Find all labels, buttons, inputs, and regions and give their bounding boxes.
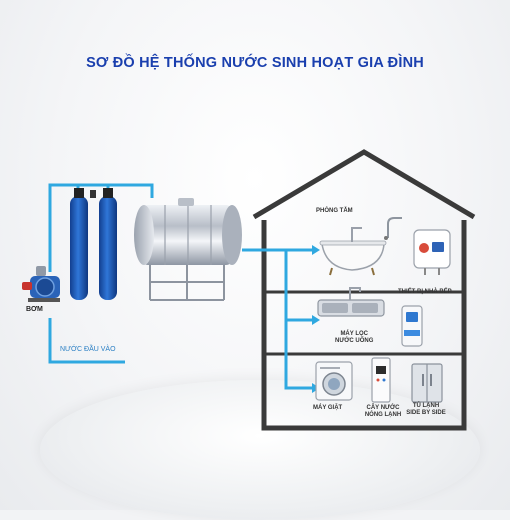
water-heater-icon: [413, 229, 451, 275]
washing-machine-label: MÁY GIẶT: [313, 405, 343, 411]
purifier-label: MÁY LỌC NƯỚC UỐNG: [335, 331, 373, 345]
water-purifier-icon: [401, 305, 423, 347]
display-pedestal: [40, 380, 480, 520]
page-title: SƠ ĐỒ HỆ THỐNG NƯỚC SINH HOẠT GIA ĐÌNH: [86, 55, 424, 71]
fridge-label: TỦ LẠNH SIDE BY SIDE: [406, 403, 446, 417]
fridge-icon: [411, 363, 443, 403]
fridge-label-line1: TỦ LẠNH: [412, 403, 440, 409]
house-icon: [252, 149, 476, 431]
kitchen-equipment-label: THIẾT BỊ NHÀ BẾP: [398, 289, 452, 295]
dispenser-label: CÂY NƯỚC NÓNG LẠNH: [361, 405, 405, 419]
pump-label: BƠM: [26, 306, 43, 313]
steel-tank-icon: [134, 198, 242, 301]
pump-icon: [22, 266, 60, 302]
water-dispenser-icon: [371, 357, 391, 403]
inlet-label: NƯỚC ĐẦU VÀO: [60, 346, 116, 353]
purifier-label-line1: MÁY LỌC: [340, 331, 368, 337]
bathtub-icon: [319, 240, 387, 276]
fridge-label-line2: SIDE BY SIDE: [406, 410, 446, 416]
faucet-icon: [351, 217, 402, 242]
washing-machine-icon: [315, 361, 353, 401]
dispenser-label-line2: NÓNG LẠNH: [364, 412, 402, 418]
bathroom-label: PHÒNG TẮM: [316, 208, 353, 214]
purifier-label-line2: NƯỚC UỐNG: [335, 338, 374, 344]
dispenser-label-line1: CÂY NƯỚC: [366, 405, 400, 411]
filter-tank-icon: [70, 188, 117, 300]
kitchen-sink-icon: [317, 287, 385, 317]
distribution-pipe: [242, 245, 320, 393]
